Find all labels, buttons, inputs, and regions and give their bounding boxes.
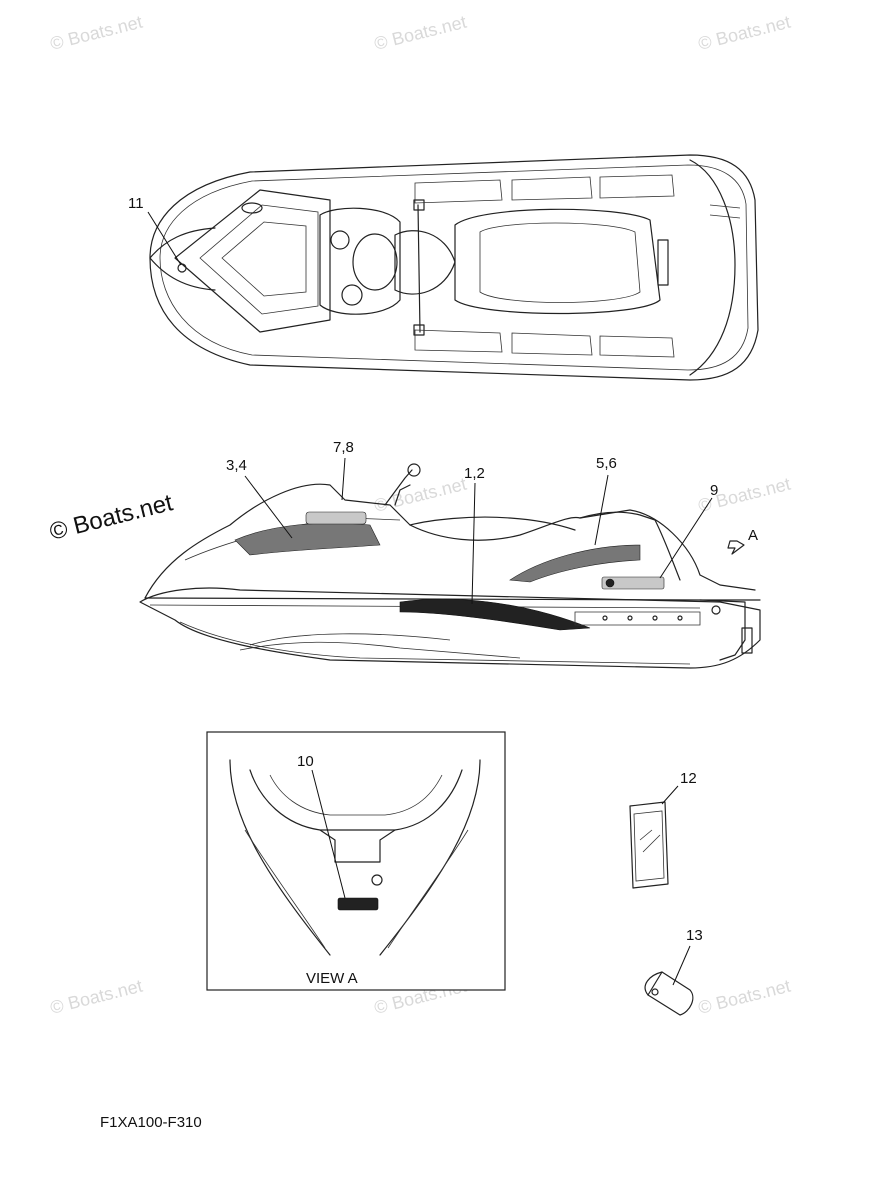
callout-3-4: 3,4 xyxy=(226,457,247,474)
watermark-top-left: © Boats.net xyxy=(48,12,144,54)
side-view-watercraft xyxy=(139,457,761,669)
watermark-bottom-right: © Boats.net xyxy=(696,976,792,1018)
view-a-inset xyxy=(206,731,506,991)
callout-13: 13 xyxy=(686,927,703,944)
watermark-bottom-left: © Boats.net xyxy=(48,976,144,1018)
watermark-top-center: © Boats.net xyxy=(372,12,468,54)
callout-9: 9 xyxy=(710,482,718,499)
callout-11: 11 xyxy=(128,195,144,212)
top-view-watercraft xyxy=(147,154,759,381)
watermark-top-right: © Boats.net xyxy=(696,12,792,54)
diagram-code: F1XA100-F310 xyxy=(100,1114,202,1131)
part-12-card xyxy=(629,785,679,889)
callout-7-8: 7,8 xyxy=(333,439,354,456)
watermark-large: © Boats.net xyxy=(47,489,176,546)
callout-5-6: 5,6 xyxy=(596,455,617,472)
callout-1-2: 1,2 xyxy=(464,465,485,482)
callout-view-a-arrow: A xyxy=(748,527,758,544)
view-a-label: VIEW A xyxy=(306,970,358,987)
part-13-pouch xyxy=(644,945,694,1016)
watermark-mid-center: © Boats.net xyxy=(372,474,468,516)
callout-10: 10 xyxy=(297,753,314,770)
callout-12: 12 xyxy=(680,770,697,787)
